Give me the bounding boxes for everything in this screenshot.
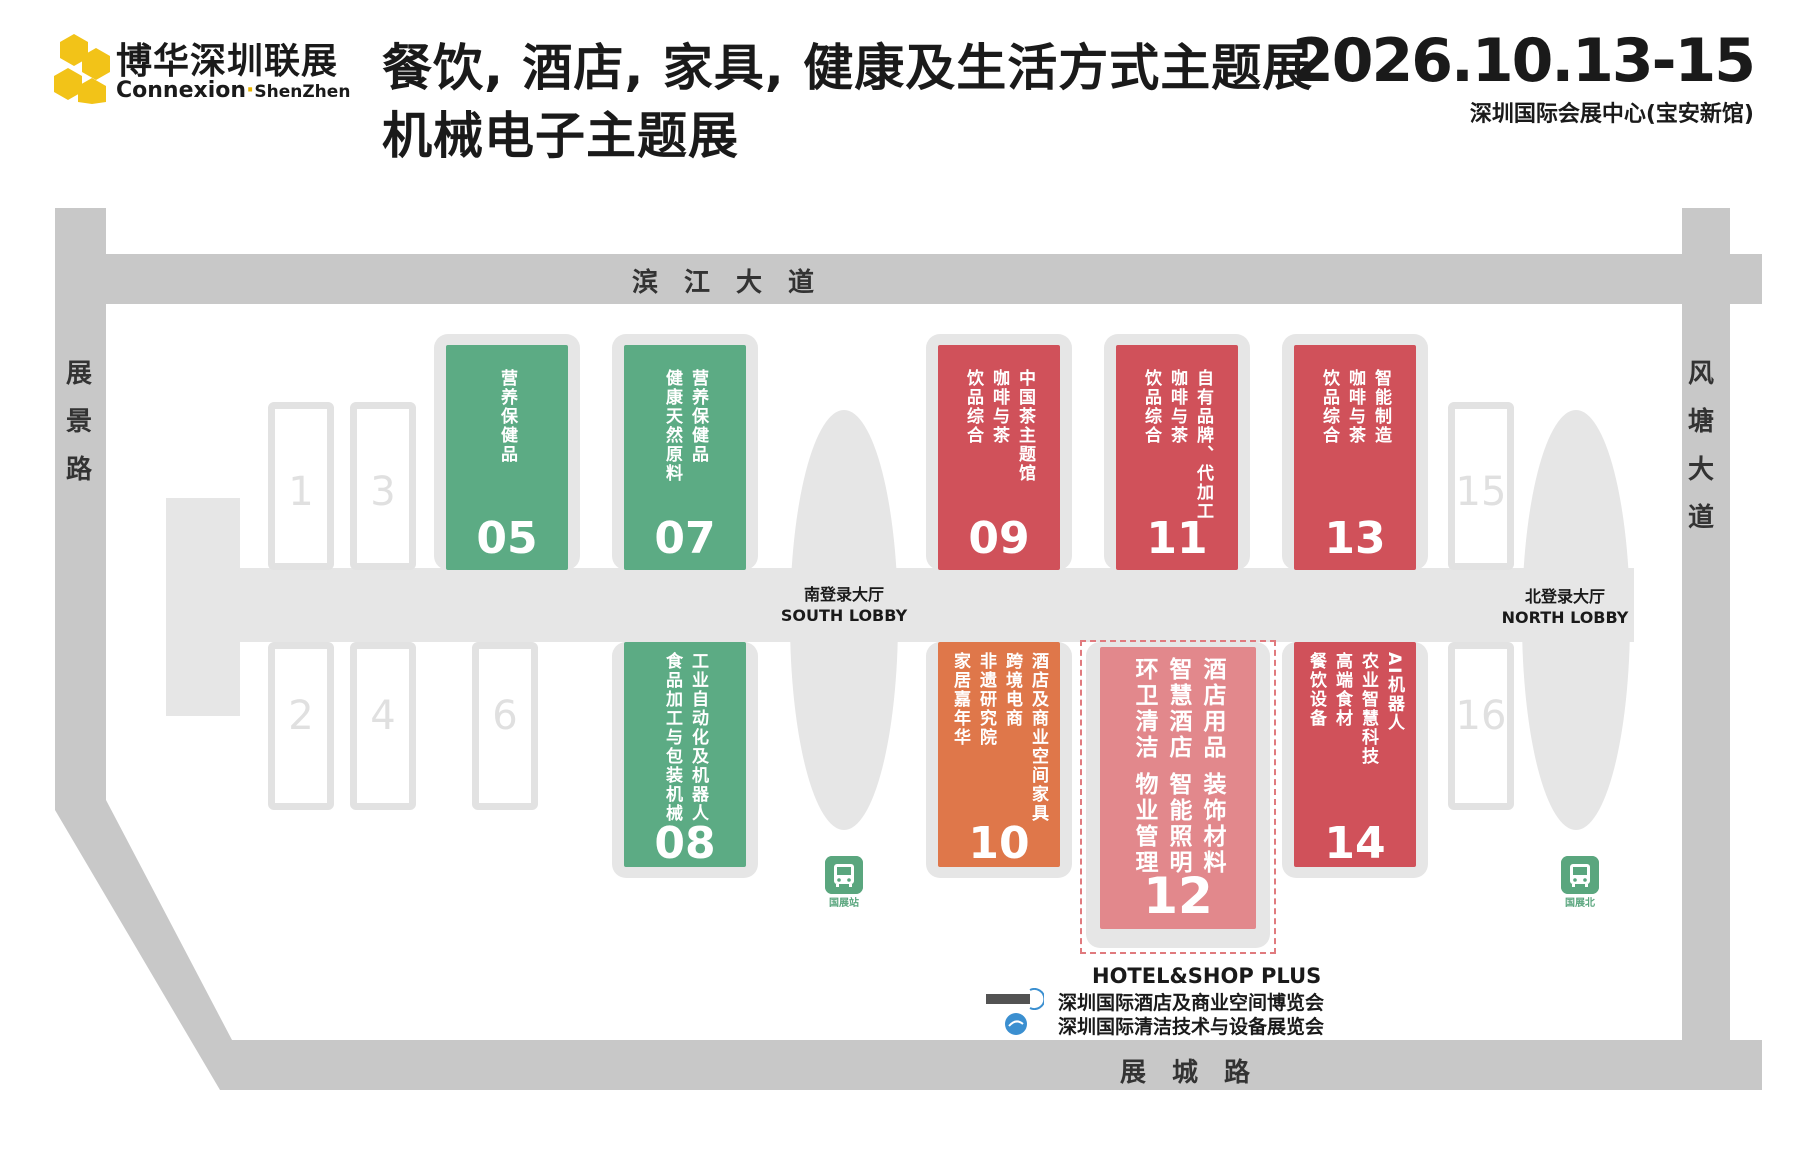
hall-07-line1: 营养保健品: [688, 369, 708, 464]
hall-12-number: 12: [1143, 867, 1213, 925]
road-ring: [55, 208, 1762, 1090]
empty-hall-4: 4: [350, 642, 416, 810]
hall-08-line1: 工业自动化及机器人: [688, 652, 708, 823]
hall-14[interactable]: AI机器人 农业智慧科技 高端食材 餐饮设备 14: [1294, 642, 1416, 869]
hotel-shop-title: HOTEL&SHOP PLUS: [1092, 964, 1322, 988]
empty-hall-3: 3: [350, 402, 416, 570]
hall-10-line1: 酒店及商业空间家具: [1028, 652, 1048, 823]
empty-hall-1: 1: [268, 402, 334, 570]
bus-icon: [825, 856, 863, 894]
main-corridor: [166, 568, 1634, 642]
hall-05-number: 05: [476, 513, 538, 564]
bus-icon: [1561, 856, 1599, 894]
hall-14-line2: 农业智慧科技: [1358, 652, 1378, 766]
hall-14-line3: 高端食材: [1332, 652, 1352, 728]
hall-12[interactable]: 酒店用品 装饰材料 智慧酒店 智能照明 环卫清洁 物业管理 12: [1100, 647, 1256, 929]
logo-chinese-name: 博华深圳联展: [116, 41, 339, 82]
hall-05[interactable]: 营养保健品 05: [446, 345, 568, 570]
hall-10-line3: 非遗研究院: [976, 652, 996, 747]
hall-13-line3: 饮品综合: [1319, 369, 1339, 445]
hall-11-line3: 饮品综合: [1141, 369, 1161, 445]
hall-13-number: 13: [1324, 513, 1386, 564]
hall-09-line2: 咖啡与茶: [989, 369, 1009, 445]
hall-13[interactable]: 智能制造 咖啡与茶 饮品综合 13: [1294, 345, 1416, 570]
hall-09-number: 09: [968, 513, 1030, 564]
hall-10-line2: 跨境电商: [1002, 652, 1022, 728]
hotel-shop-line1: 深圳国际酒店及商业空间博览会: [1058, 992, 1325, 1014]
empty-hall-2: 2: [268, 642, 334, 810]
logo-hexagon-icon: [54, 34, 110, 104]
hall-14-number: 14: [1324, 818, 1386, 869]
hall-07-number: 07: [654, 513, 716, 564]
road-north: 滨江大道: [632, 268, 841, 298]
hall-09-line1: 中国茶主题馆: [1015, 369, 1035, 483]
south-lobby-shape: [790, 410, 898, 830]
hall-12-line1: 酒店用品 装饰材料: [1199, 657, 1225, 877]
west-block: [166, 498, 240, 716]
empty-hall-6: 6: [472, 642, 538, 810]
road-south: 展城路: [1120, 1058, 1277, 1088]
page-title-line1: 餐饮, 酒店, 家具, 健康及生活方式主题展: [382, 39, 1314, 97]
hall-12-dashed-outline: [1080, 640, 1276, 954]
cleaning-expo-logo-icon: [1005, 1013, 1027, 1035]
metro-station-east[interactable]: 国展北: [1558, 856, 1602, 909]
hall-09-line3: 饮品综合: [963, 369, 983, 445]
hall-08[interactable]: 工业自动化及机器人 食品加工与包装机械 08: [624, 642, 746, 869]
event-date: 2026.10.13-15: [1292, 26, 1756, 96]
hall-08-number: 08: [654, 818, 716, 869]
hall-14-line4: 餐饮设备: [1306, 652, 1326, 728]
hotel-shop-line2: 深圳国际清洁技术与设备展览会: [1058, 1016, 1325, 1038]
hall-08-line2: 食品加工与包装机械: [662, 652, 682, 823]
hall-14-line1: AI机器人: [1384, 652, 1404, 733]
hall-10-line4: 家居嘉年华: [950, 652, 970, 747]
page-title-line2: 机械电子主题展: [382, 107, 739, 165]
empty-hall-15: 15: [1448, 402, 1514, 570]
south-lobby-label[interactable]: 南登录大厅 SOUTH LOBBY: [780, 585, 908, 625]
hall-11-line2: 咖啡与茶: [1167, 369, 1187, 445]
road-west: 展景路: [65, 359, 92, 485]
north-lobby-label[interactable]: 北登录大厅 NORTH LOBBY: [1501, 587, 1629, 627]
hotel-shop-logo-icon: [986, 988, 1044, 1010]
hall-11[interactable]: 自有品牌、代加工 咖啡与茶 饮品综合 11: [1116, 345, 1238, 570]
hall-09[interactable]: 中国茶主题馆 咖啡与茶 饮品综合 09: [938, 345, 1060, 570]
hall-13-line1: 智能制造: [1371, 369, 1391, 445]
hall-11-number: 11: [1146, 513, 1208, 564]
hall-05-line1: 营养保健品: [497, 369, 517, 464]
hall-07[interactable]: 营养保健品 健康天然原料 07: [624, 345, 746, 570]
hall-11-line1: 自有品牌、代加工: [1193, 369, 1213, 521]
empty-hall-16: 16: [1448, 642, 1514, 810]
road-east: 风塘大道: [1687, 359, 1714, 533]
logo-english-name: Connexion·ShenZhen: [116, 78, 351, 103]
north-lobby-shape: [1522, 410, 1630, 830]
event-venue: 深圳国际会展中心(宝安新馆): [1469, 102, 1754, 127]
metro-station-west[interactable]: 国展站: [822, 856, 866, 909]
hall-13-line2: 咖啡与茶: [1345, 369, 1365, 445]
hall-10-number: 10: [968, 818, 1030, 869]
hall-12-line3: 环卫清洁 物业管理: [1131, 657, 1157, 877]
hall-07-line2: 健康天然原料: [662, 369, 682, 483]
hall-12-line2: 智慧酒店 智能照明: [1165, 657, 1191, 877]
hall-10[interactable]: 酒店及商业空间家具 跨境电商 非遗研究院 家居嘉年华 10: [938, 642, 1060, 869]
